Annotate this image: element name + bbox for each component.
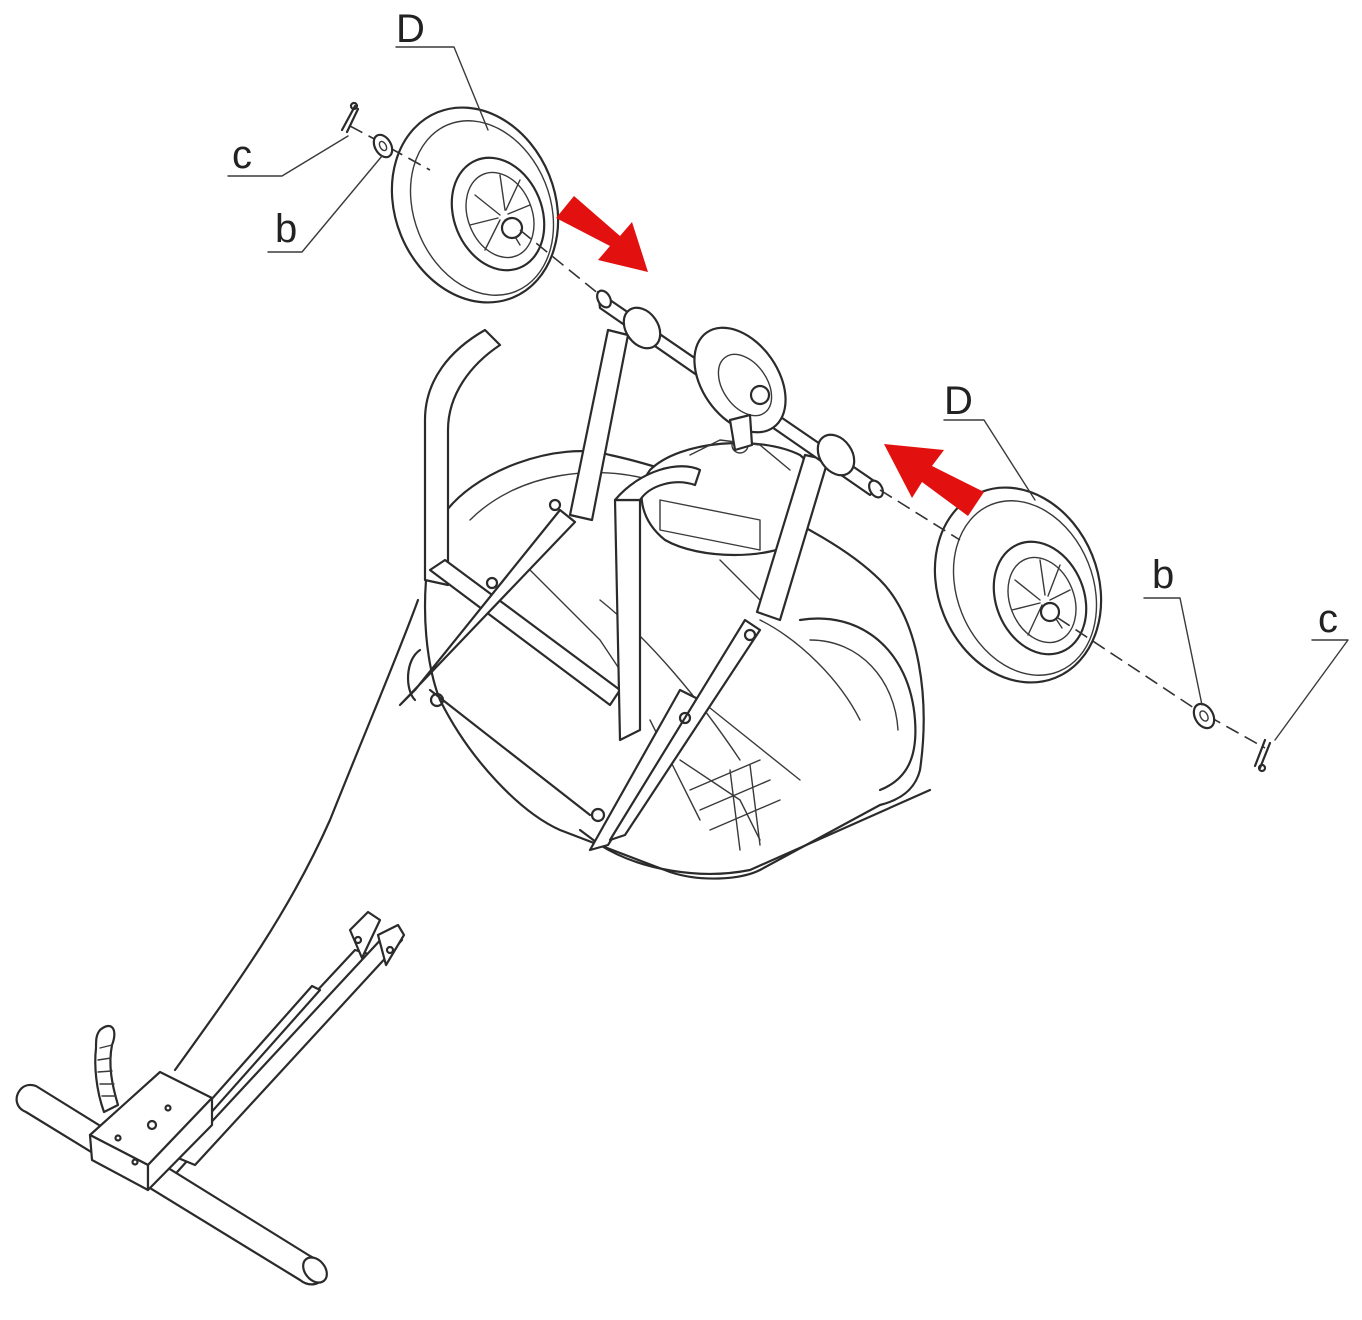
throttle-cable: [173, 598, 422, 1072]
wheel-left: [390, 106, 560, 304]
wheel-right: [933, 486, 1103, 684]
frame-tubes: [398, 328, 830, 852]
label-wheel-right: D: [944, 379, 973, 423]
red-arrow-icon: [884, 444, 984, 516]
arrow-left-inward: [556, 196, 648, 272]
red-arrow-icon: [556, 196, 648, 272]
lower-handle: [15, 910, 406, 1286]
label-pin-left: c: [232, 133, 252, 177]
label-washer-right: b: [1152, 553, 1174, 597]
label-washer-left: b: [275, 207, 297, 251]
label-pin-right: c: [1318, 597, 1338, 641]
leader-lines: [227, 46, 1349, 741]
pin-left: [340, 101, 360, 134]
axle: [596, 289, 884, 499]
washer-left: [372, 133, 394, 159]
arrow-right-inward: [884, 444, 984, 516]
washer-right: [1192, 702, 1216, 730]
label-wheel-left: D: [396, 7, 425, 51]
pin-right: [1253, 738, 1272, 773]
